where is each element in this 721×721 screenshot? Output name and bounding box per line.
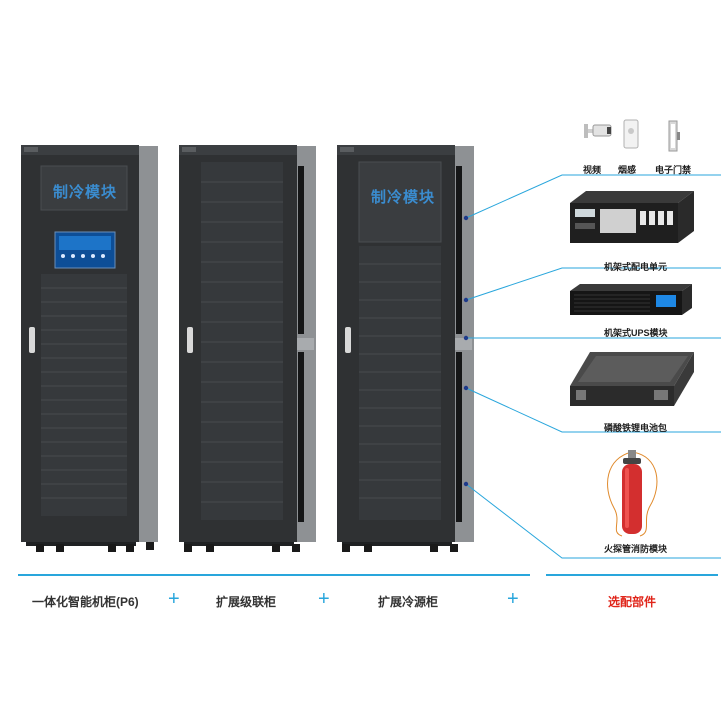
cabinet-integrated — [18, 142, 160, 554]
smoke-detector-label: 烟感 — [618, 165, 637, 175]
cabinet-integrated-label: 一体化智能机柜(P6) — [32, 595, 139, 609]
optional-components-label: 选配部件 — [608, 595, 657, 609]
cabinet-expansion-cascade-label: 扩展级联柜 — [216, 595, 277, 609]
cabinet-expansion-cascade-illustration — [179, 145, 316, 552]
cabinet-expansion-cooling-illustration — [337, 145, 474, 552]
battery-pack-icon — [566, 350, 696, 410]
plus-sign-1: + — [168, 588, 180, 610]
cabinet-expansion-cooling-module-text: 制冷模块 — [371, 189, 436, 206]
plus-sign-3: + — [507, 588, 519, 610]
cabinet-expansion-cooling — [334, 142, 476, 554]
fire-suppression-label: 火探管消防模块 — [604, 544, 668, 554]
ups-label: 机架式UPS模块 — [604, 328, 668, 338]
bottom-line-optional — [546, 574, 718, 576]
fire-extinguisher-icon — [600, 446, 664, 540]
camera-label: 视频 — [583, 165, 602, 175]
door-lock-label: 电子门禁 — [655, 165, 692, 175]
pdu-label: 机架式配电单元 — [604, 262, 668, 272]
plus-sign-2: + — [318, 588, 330, 610]
cabinet-expansion-cascade — [176, 142, 318, 554]
cabinet-expansion-cooling-label: 扩展冷源柜 — [378, 595, 439, 609]
battery-pack-label: 磷酸铁锂电池包 — [604, 423, 668, 433]
cabinet-integrated-illustration — [21, 145, 158, 552]
pdu-icon — [566, 189, 698, 247]
camera-icon — [583, 120, 613, 148]
cabinet-integrated-module-text: 制冷模块 — [53, 184, 118, 201]
bottom-line-standard — [18, 574, 530, 576]
smoke-detector-icon — [623, 119, 639, 149]
door-lock-icon — [667, 120, 681, 152]
ups-icon — [566, 283, 696, 317]
